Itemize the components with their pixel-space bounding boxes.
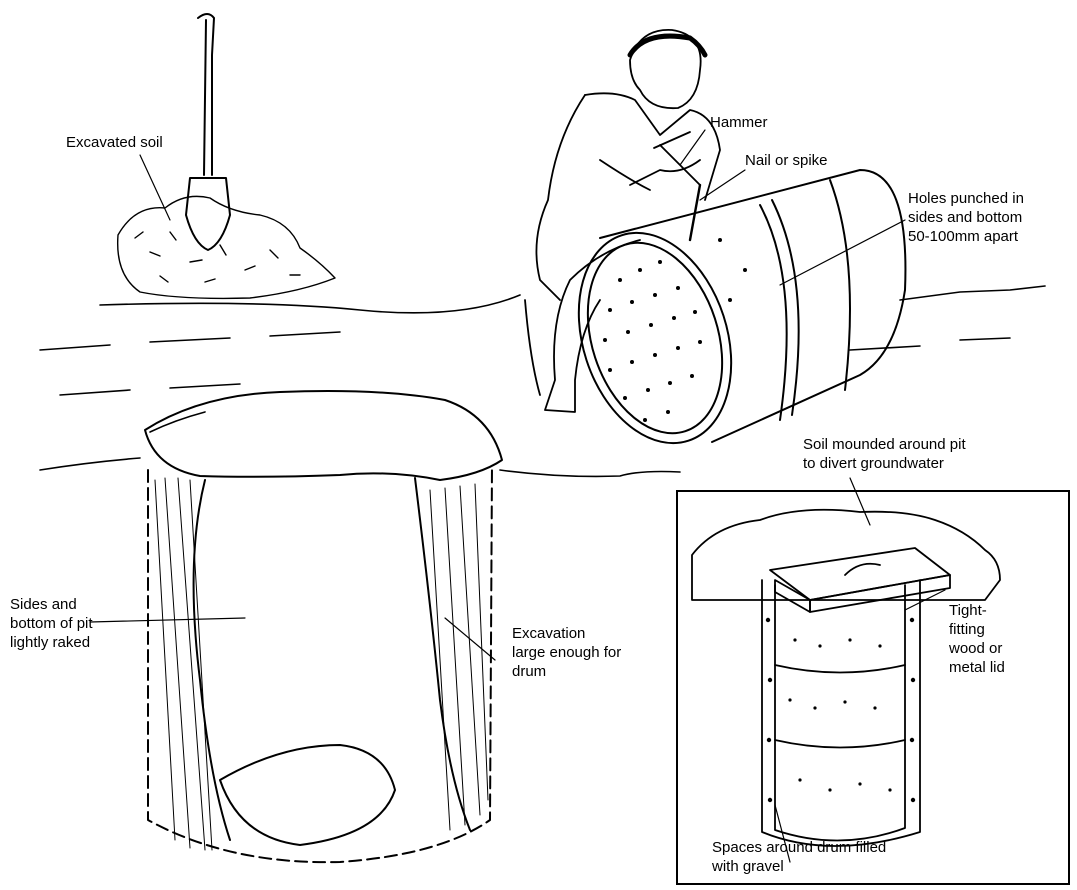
label-excavation-line-2: large enough for xyxy=(512,643,621,662)
label-soil-line-1: Soil mounded around pit xyxy=(803,435,966,454)
label-lid-line-3: wood or xyxy=(949,639,1005,658)
label-holes-line-3: 50-100mm apart xyxy=(908,227,1024,246)
label-excavation-size: Excavation large enough for drum xyxy=(512,624,621,681)
shovel xyxy=(186,14,230,250)
excavated-soil-pile xyxy=(118,196,335,298)
label-gravel-line-1: Spaces around drum filled xyxy=(712,838,886,857)
open-pit xyxy=(145,391,502,862)
label-holes-punched: Holes punched in sides and bottom 50-100… xyxy=(908,189,1024,246)
label-holes-line-1: Holes punched in xyxy=(908,189,1024,208)
label-hammer: Hammer xyxy=(710,113,768,132)
label-excavation-line-3: drum xyxy=(512,662,621,681)
label-nail-or-spike: Nail or spike xyxy=(745,151,828,170)
label-gravel-line-2: with gravel xyxy=(712,857,886,876)
label-gravel-fill: Spaces around drum filled with gravel xyxy=(712,838,886,876)
label-tight-fitting-lid: Tight- fitting wood or metal lid xyxy=(949,601,1005,677)
label-soil-line-2: to divert groundwater xyxy=(803,454,966,473)
label-holes-line-2: sides and bottom xyxy=(908,208,1024,227)
label-lid-line-4: metal lid xyxy=(949,658,1005,677)
drum-perforations xyxy=(603,238,747,422)
perforated-drum xyxy=(553,170,905,463)
label-lid-line-2: fitting xyxy=(949,620,1005,639)
label-excavated-soil: Excavated soil xyxy=(66,133,163,152)
label-lid-line-1: Tight- xyxy=(949,601,1005,620)
label-sides-line-2: bottom of pit xyxy=(10,614,93,633)
label-sides-line-1: Sides and xyxy=(10,595,93,614)
worker-figure xyxy=(525,30,720,412)
label-soil-mounded: Soil mounded around pit to divert ground… xyxy=(803,435,966,473)
label-sides-line-3: lightly raked xyxy=(10,633,93,652)
label-excavation-line-1: Excavation xyxy=(512,624,621,643)
label-sides-raked: Sides and bottom of pit lightly raked xyxy=(10,595,93,652)
inset-frame xyxy=(676,490,1070,885)
